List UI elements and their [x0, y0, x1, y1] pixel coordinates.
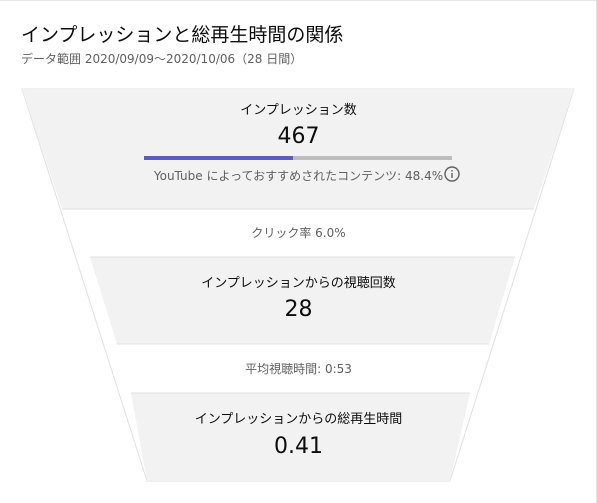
views-value: 28: [284, 297, 313, 322]
stage-impressions: インプレッション数 467: [0, 102, 597, 152]
top-border: [0, 0, 597, 1]
recommended-share-bar: [144, 156, 452, 160]
stage-watch-time: インプレッションからの総再生時間 0.41: [0, 411, 597, 462]
card-title: インプレッションと総再生時間の関係: [21, 24, 344, 46]
impressions-label: インプレッション数: [240, 103, 357, 118]
stage-views-bg: [90, 257, 515, 344]
date-range: データ範囲 2020/09/09〜2020/10/06（28 日間）: [21, 52, 303, 66]
avg-view-duration-label: 平均視聴時間: 0:53: [245, 362, 352, 376]
stage-views: インプレッションからの視聴回数 28: [0, 275, 597, 325]
stage-impressions-bg: [22, 89, 574, 209]
recommended-share-fill: [144, 156, 294, 160]
band-avg-view-duration: 平均視聴時間: 0:53: [0, 361, 597, 377]
recommended-note: YouTube によっておすすめされたコンテンツ: 48.4%: [153, 169, 444, 183]
impressions-value: 467: [277, 124, 320, 149]
info-icon[interactable]: [444, 166, 460, 182]
views-label: インプレッションからの視聴回数: [201, 276, 396, 291]
band-ctr: クリック率 6.0%: [0, 225, 597, 241]
watch-time-value: 0.41: [274, 434, 323, 459]
stage-watchtime-bg: [131, 393, 470, 481]
watch-time-label: インプレッションからの総再生時間: [194, 412, 403, 427]
ctr-label: クリック率 6.0%: [251, 226, 346, 240]
